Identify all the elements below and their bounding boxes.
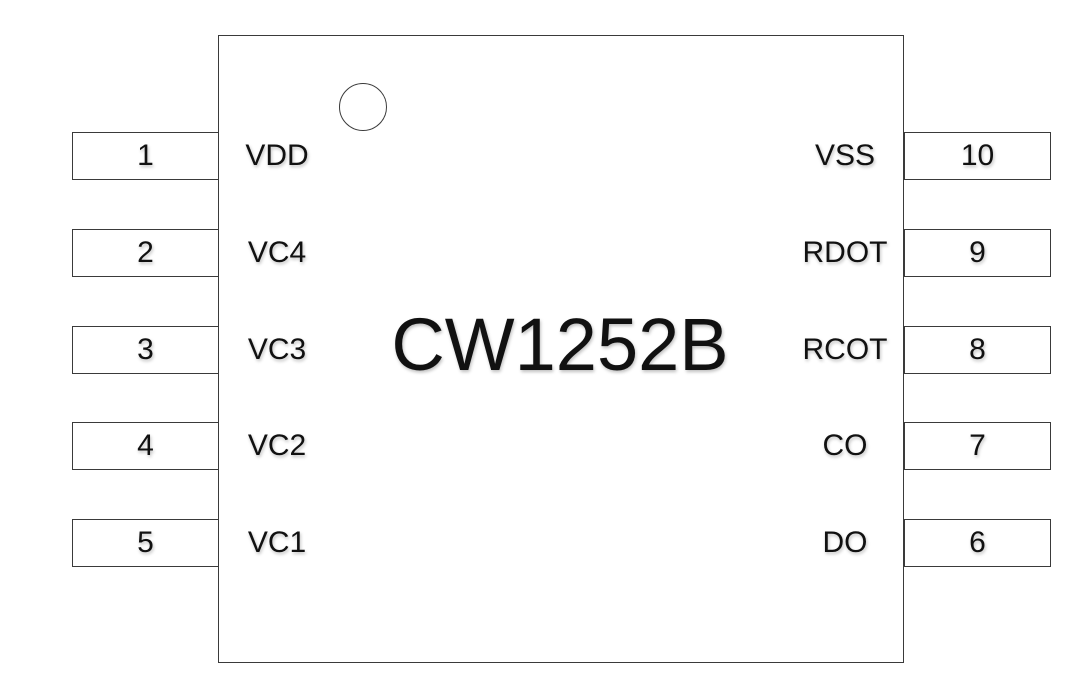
pin-box-3: 3: [72, 326, 219, 374]
pin-box-4: 4: [72, 422, 219, 470]
pin-number: 5: [137, 526, 154, 559]
pin-box-9: 9: [904, 229, 1051, 277]
pin-label-4: VC2: [247, 429, 307, 462]
pin-label-1: VDD: [245, 139, 309, 172]
pin-box-6: 6: [904, 519, 1051, 567]
pin-number: 4: [137, 429, 154, 462]
pin-label-2: VC4: [247, 236, 307, 269]
pin-box-1: 1: [72, 132, 219, 180]
pin-number: 10: [960, 139, 995, 172]
pin-label-5: VC1: [247, 526, 307, 559]
pin-label-6: DO: [822, 526, 868, 559]
pin-number: 6: [969, 526, 986, 559]
pin-number: 3: [137, 333, 154, 366]
pin-box-7: 7: [904, 422, 1051, 470]
pin-box-8: 8: [904, 326, 1051, 374]
pin-label-7: CO: [822, 429, 868, 462]
pin-label-8: RCOT: [802, 333, 888, 366]
pin-number: 9: [969, 236, 986, 269]
pin-number: 8: [969, 333, 986, 366]
chip-body: [218, 35, 904, 663]
pin-number: 2: [137, 236, 154, 269]
pin-box-2: 2: [72, 229, 219, 277]
pin-box-5: 5: [72, 519, 219, 567]
pin-label-10: VSS: [814, 139, 876, 172]
pin-number: 7: [969, 429, 986, 462]
pin-label-9: RDOT: [802, 236, 888, 269]
pin-number: 1: [137, 139, 154, 172]
chip-name: CW1252B: [391, 303, 729, 386]
pin-label-3: VC3: [247, 333, 307, 366]
pin1-marker-circle: [339, 83, 387, 131]
pin-box-10: 10: [904, 132, 1051, 180]
